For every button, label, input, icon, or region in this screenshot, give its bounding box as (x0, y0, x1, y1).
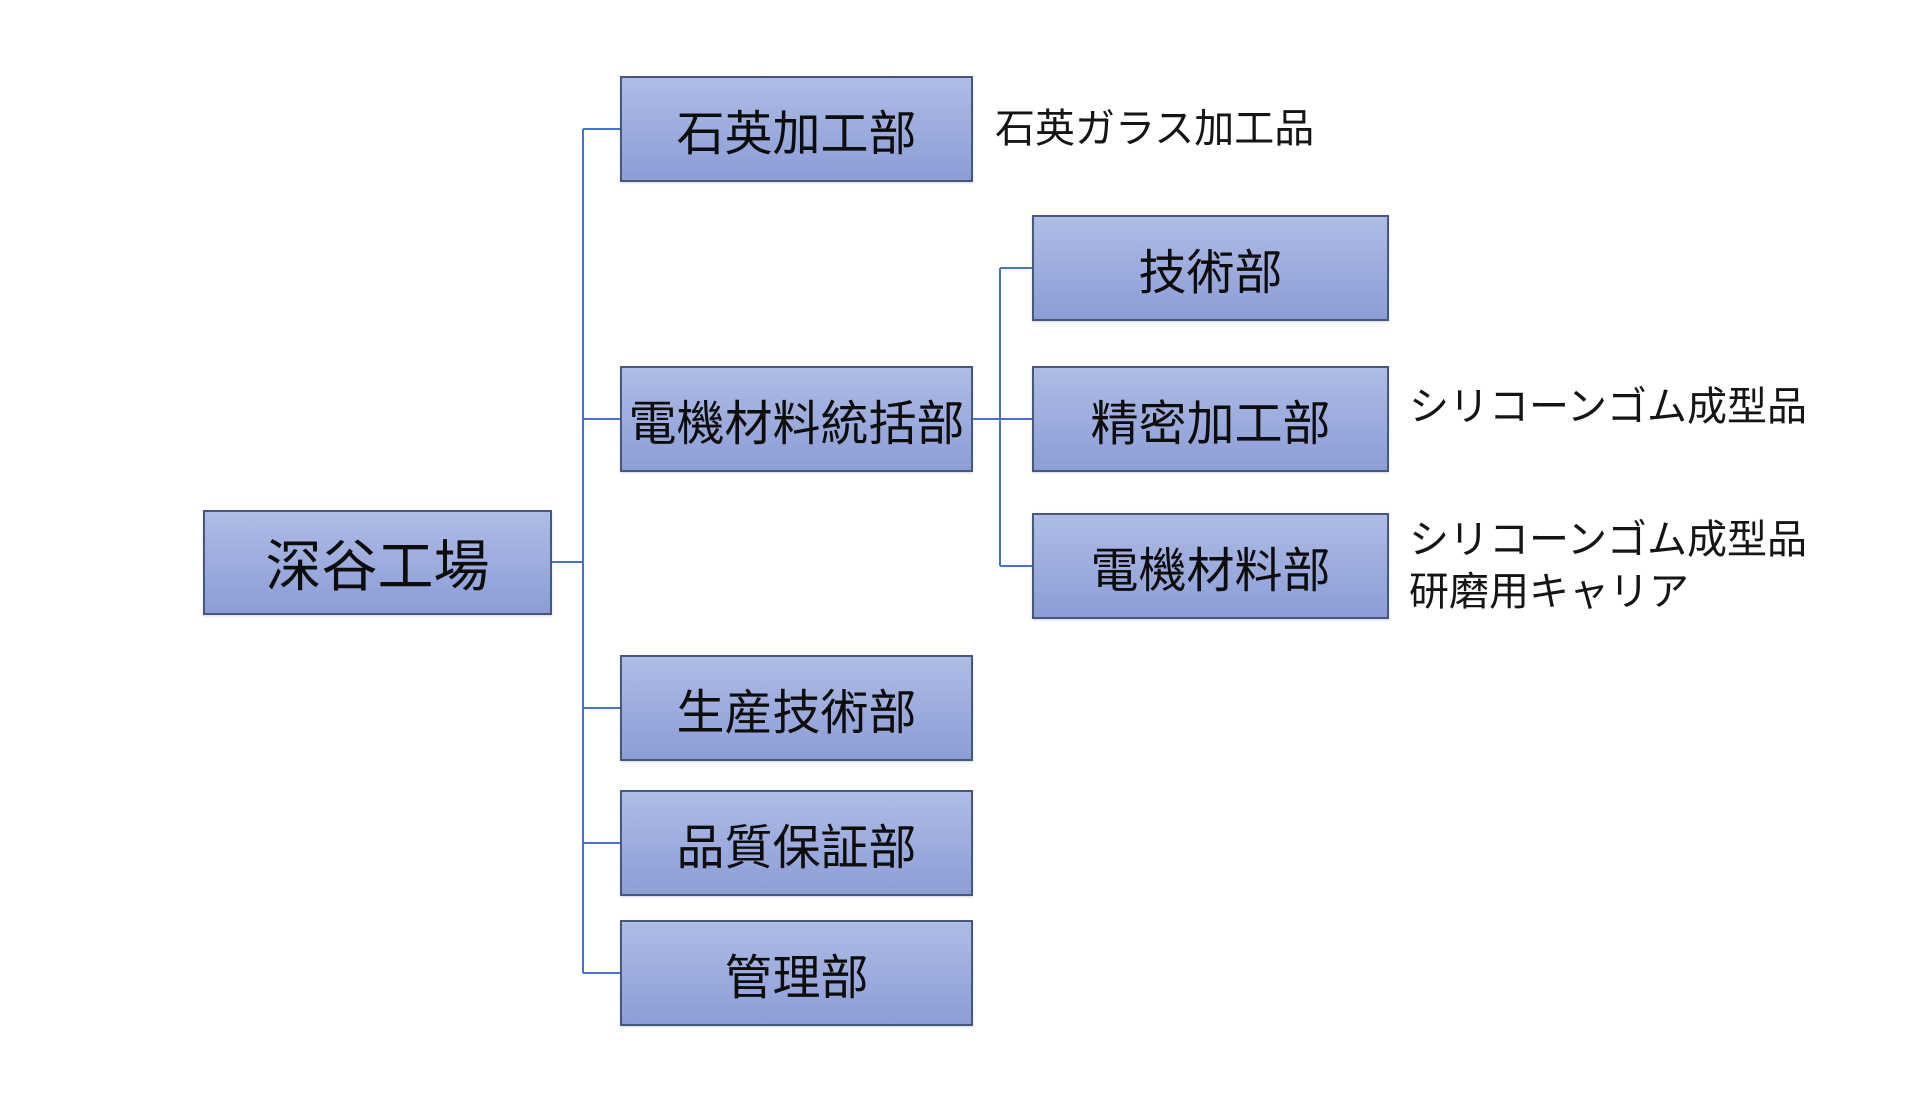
box-quality-assurance-dept-label: 品質保証部 (676, 822, 917, 875)
box-electrical-materials-dept: 電機材料部 (1032, 513, 1389, 619)
box-quartz-processing-dept-label: 石英加工部 (676, 108, 917, 161)
box-fukaya-factory-label: 深谷工場 (265, 535, 490, 598)
box-engineering-dept-label: 技術部 (1138, 247, 1283, 300)
note-silicone-rubber-and-polishing-carrier: シリコーンゴム成型品 研磨用キャリア (1409, 518, 1807, 614)
box-production-engineering-dept-label: 生産技術部 (676, 687, 917, 740)
box-precision-processing-dept: 精密加工部 (1032, 366, 1389, 472)
box-quality-assurance-dept: 品質保証部 (620, 790, 973, 896)
note-quartz-glass-products: 石英ガラス加工品 (995, 107, 1315, 151)
box-production-engineering-dept: 生産技術部 (620, 655, 973, 761)
box-electrical-materials-supervision-dept-label: 電機材料統括部 (628, 398, 965, 451)
box-administration-dept-label: 管理部 (724, 952, 869, 1005)
box-quartz-processing-dept: 石英加工部 (620, 76, 973, 182)
note-silicone-rubber-moldings: シリコーンゴム成型品 (1409, 385, 1807, 429)
box-electrical-materials-supervision-dept: 電機材料統括部 (620, 366, 973, 472)
box-precision-processing-dept-label: 精密加工部 (1090, 398, 1331, 451)
box-fukaya-factory: 深谷工場 (203, 510, 552, 615)
box-engineering-dept: 技術部 (1032, 215, 1389, 321)
box-electrical-materials-dept-label: 電機材料部 (1090, 545, 1331, 598)
box-administration-dept: 管理部 (620, 920, 973, 1026)
